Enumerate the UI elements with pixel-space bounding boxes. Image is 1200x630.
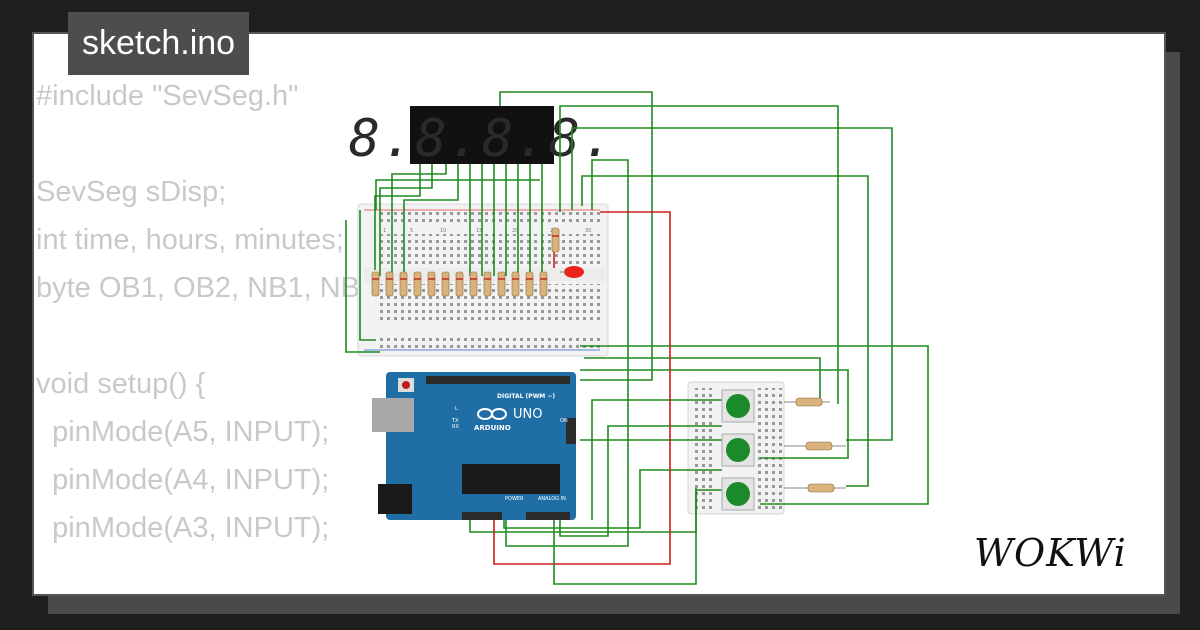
tx-label: TX [451,418,459,424]
atmega-chip [462,464,560,494]
bb-col-number: 10 [440,228,446,234]
analog-label: ANALOG IN [538,496,566,502]
bb-col-number: 15 [476,228,482,234]
code-line: SevSeg sDisp; [36,176,227,208]
code-line: pinMode(A5, INPUT); [36,416,330,448]
push-button [721,433,755,467]
main-breadboard: 1 5 10 15 20 25 30 [357,203,609,357]
code-line: pinMode(A4, INPUT); [36,464,330,496]
reset-button [402,381,410,389]
wokwi-logo: WOKWi [974,531,1127,575]
power-label: POWER [505,496,524,502]
red-led [560,266,584,278]
bb-col-number: 20 [512,228,518,234]
code-preview: #include "SevSeg.h" SevSeg sDisp; int ti… [36,72,590,552]
logo-text: WOKWi [974,531,1127,575]
bb-col-number: 1 [383,228,386,234]
push-buttons [721,389,755,511]
arduino-infinity-logo [477,408,507,420]
bb-col-number: 30 [585,228,591,234]
arduino-uno: DIGITAL (PWM ~) UNO ARDUINO POWER ANALOG… [372,372,576,520]
pulldown-resistors [784,397,846,493]
sketch-title: sketch.ino [68,12,250,75]
push-button [721,477,755,511]
resistor-row [371,227,560,297]
board-name: UNO [513,407,542,422]
push-button [721,389,755,423]
code-line: void setup() { [36,368,206,400]
bb-col-number: 5 [410,228,413,234]
code-line: #include "SevSeg.h" [36,80,299,112]
on-label: ON [560,418,568,424]
code-line: pinMode(A3, INPUT); [36,512,330,544]
l-label: L [455,406,458,412]
digital-label: DIGITAL (PWM ~) [497,393,555,400]
board-brand: ARDUINO [474,424,511,432]
usb-port [372,398,414,432]
rx-label: RX [452,424,459,430]
power-jack [378,484,412,514]
code-line: int time, hours, minutes; [36,224,344,256]
seven-segment-display: 8.8.8.8. [349,106,615,169]
display-digits: 8.8.8.8. [349,109,615,169]
